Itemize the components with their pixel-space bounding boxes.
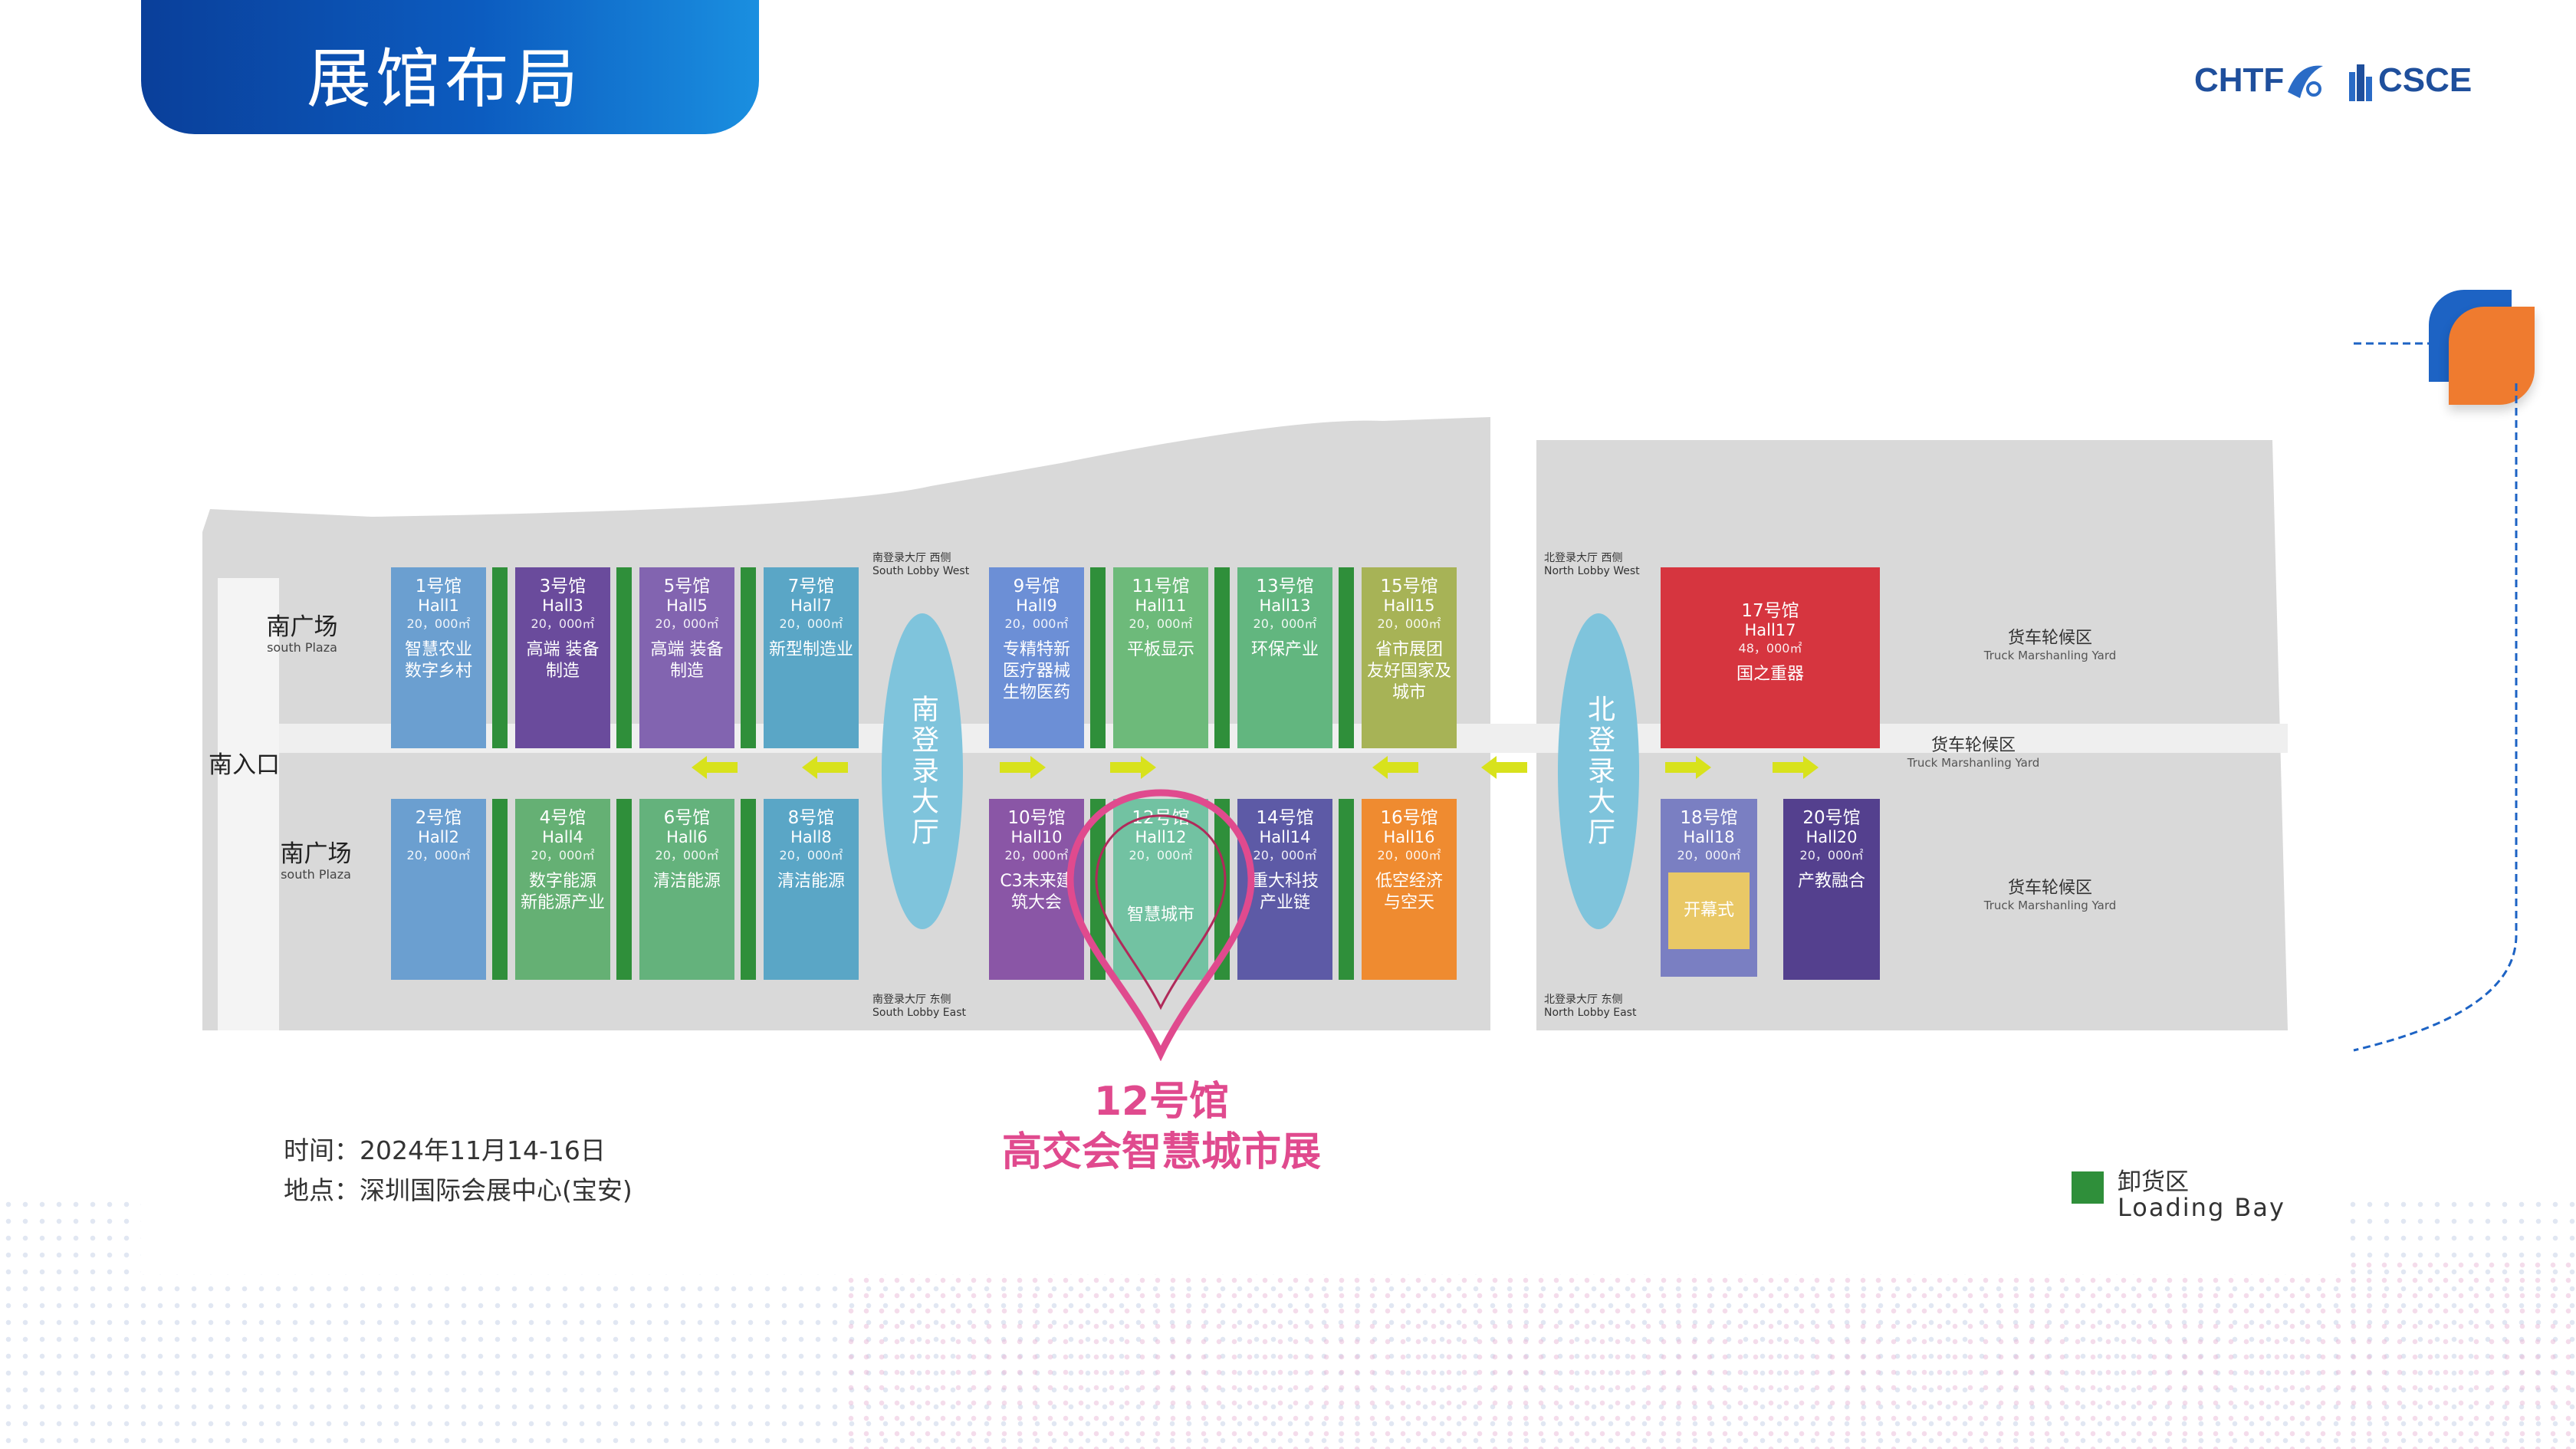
legend-label-cn: 卸货区 <box>2118 1168 2189 1196</box>
title-bar <box>141 0 759 134</box>
highlight-exhibition: 高交会智慧城市展 <box>1001 1129 1321 1175</box>
page-title: 展馆布局 <box>307 41 583 117</box>
loading-bay <box>492 799 508 980</box>
north-lobby[interactable]: 北登录大厅 <box>1558 613 1639 929</box>
loading-bay <box>1214 799 1230 980</box>
south-plaza-top: 南广场 south Plaza <box>266 613 338 655</box>
loading-bay <box>1090 567 1106 748</box>
dashed-arc-decoration <box>2353 342 2518 1052</box>
loading-bay <box>741 799 756 980</box>
csce-building-icon <box>2349 64 2372 101</box>
highlight-hall: 12号馆 <box>1093 1079 1230 1125</box>
location-pin-icon <box>1066 789 1255 1061</box>
loading-bay <box>1339 567 1354 748</box>
left-arrow-icon <box>1481 756 1527 779</box>
event-place: 地点：深圳国际会展中心(宝安) <box>284 1175 632 1205</box>
loading-bay <box>616 567 632 748</box>
logo-group: CHTF CSCE <box>2194 58 2472 106</box>
south-plaza-bottom: 南广场 south Plaza <box>280 840 352 882</box>
corner-decoration-orange <box>2449 307 2535 405</box>
right-arrow-icon <box>1773 756 1819 779</box>
background-dot-pattern-pink <box>843 1257 2576 1449</box>
right-arrow-icon <box>1665 756 1711 779</box>
loading-bay <box>741 567 756 748</box>
chtf-logo: CHTF <box>2194 61 2285 99</box>
loading-bay <box>616 799 632 980</box>
south-lobby[interactable]: 南登录大厅 <box>882 613 963 929</box>
loading-bay <box>492 567 508 748</box>
chtf-swirl-icon <box>2288 65 2323 98</box>
right-arrow-icon <box>1000 756 1046 779</box>
legend-label-en: Loading Bay <box>2118 1193 2285 1222</box>
south-entrance-label: 南入口 <box>209 751 280 779</box>
left-arrow-icon <box>692 756 738 779</box>
loading-bay <box>1214 567 1230 748</box>
loading-bay <box>1339 799 1354 980</box>
loading-bay-swatch <box>2072 1171 2104 1204</box>
event-time: 时间：2024年11月14-16日 <box>284 1135 606 1165</box>
left-arrow-icon <box>1372 756 1418 779</box>
right-arrow-icon <box>1110 756 1156 779</box>
left-arrow-icon <box>802 756 848 779</box>
csce-logo: CSCE <box>2378 61 2472 99</box>
